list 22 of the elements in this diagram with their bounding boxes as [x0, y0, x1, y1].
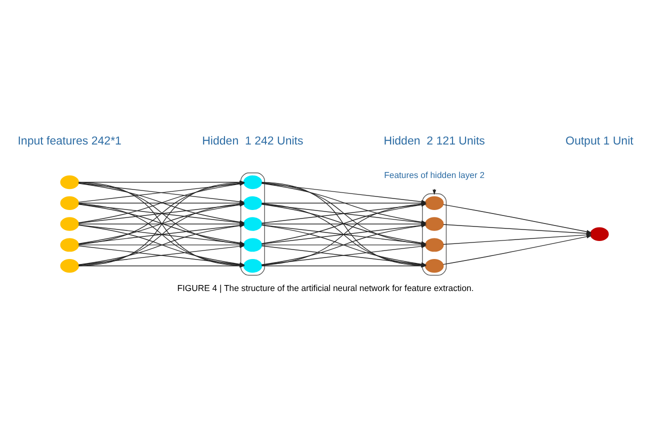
label: Hidden 1 242 Units: [202, 136, 304, 148]
node-circle: [60, 259, 79, 273]
label: Input features 242*1: [18, 136, 122, 148]
node-circle: [60, 196, 79, 210]
node-circle: [60, 175, 79, 190]
node-circle: [243, 259, 262, 273]
node-circle: [424, 217, 444, 231]
node-circle: [243, 175, 262, 190]
arrow: [442, 234, 592, 265]
node-circle: [243, 217, 262, 231]
label: Hidden 2 121 Units: [384, 136, 485, 148]
node-circle: [60, 217, 79, 231]
node-text: Features of hidden layer 2: [384, 170, 485, 180]
node-circle: [424, 238, 444, 252]
node-circle: [590, 227, 609, 241]
node-circle: [424, 196, 444, 210]
node-circle: [243, 238, 262, 252]
label: Output 1 Unit: [565, 136, 634, 148]
node-circle: [424, 259, 444, 273]
node-circle: [243, 196, 262, 210]
node-circle: [60, 238, 79, 252]
caption: FIGURE 4 | The structure of the artificial neural network for feature extraction.: [177, 282, 474, 293]
